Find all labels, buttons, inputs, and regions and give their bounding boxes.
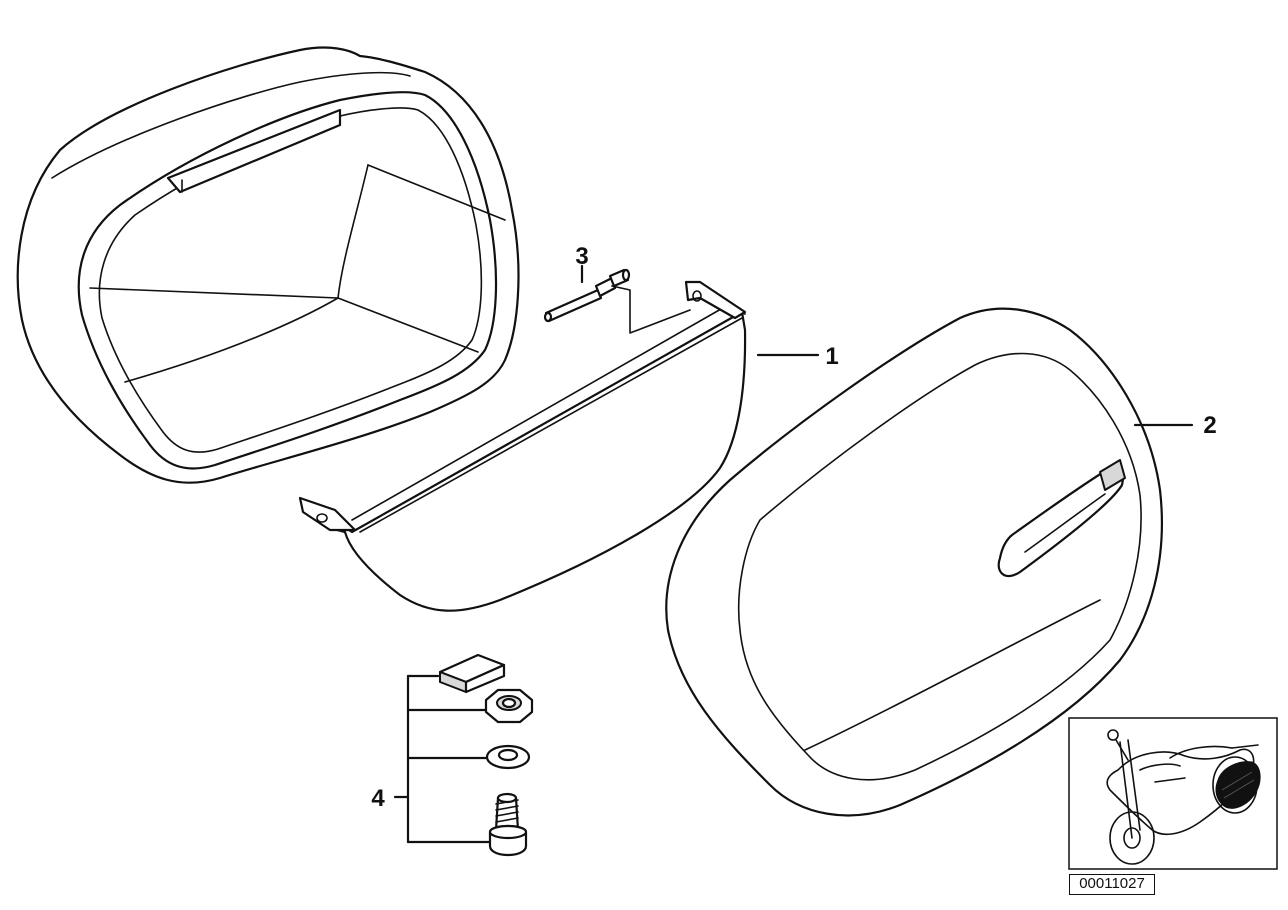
nut	[484, 688, 534, 724]
washer	[485, 744, 531, 770]
callout-2: 2	[1203, 412, 1216, 439]
part-4-fastener-kit	[393, 653, 534, 857]
callout-3: 3	[575, 243, 588, 270]
bolt	[488, 792, 528, 857]
part-3-rivet	[543, 268, 691, 334]
motorcycle-thumbnail	[1068, 717, 1278, 870]
rubber-pad	[438, 653, 506, 694]
part-1-inner-panel	[298, 280, 747, 612]
part-2-lid	[665, 307, 1163, 817]
case-shell	[16, 46, 520, 484]
callout-1: 1	[825, 343, 838, 370]
diagram-reference-number: 00011027	[1069, 874, 1155, 895]
callout-leaders	[580, 264, 1194, 427]
callout-4: 4	[371, 785, 385, 812]
